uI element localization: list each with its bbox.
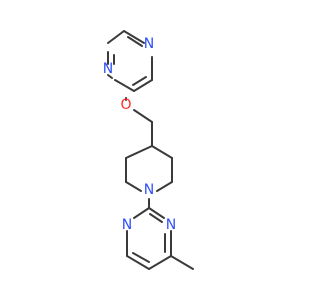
bond <box>132 76 147 86</box>
bond <box>151 145 173 159</box>
bond <box>114 79 135 92</box>
bond <box>107 74 113 79</box>
bond <box>148 207 165 219</box>
atom-label: N <box>144 36 154 52</box>
bond <box>132 252 150 263</box>
molecule-structure: N N O N N N <box>103 30 194 270</box>
atom-label-layer: N N O N N N <box>103 36 176 233</box>
atom-label: N <box>144 182 154 198</box>
bond <box>126 255 150 270</box>
bond-layer <box>107 30 194 270</box>
bond <box>123 30 145 44</box>
bond <box>125 145 153 159</box>
bond <box>170 255 194 270</box>
bond <box>133 207 150 219</box>
bond <box>127 36 143 47</box>
atom-label: N <box>166 217 176 233</box>
bond <box>133 79 153 92</box>
bond <box>125 181 142 192</box>
bond <box>156 181 173 192</box>
bond <box>149 213 163 223</box>
atom-label: O <box>120 97 131 113</box>
bond <box>107 30 125 44</box>
bond <box>133 109 153 123</box>
atom-label: N <box>122 217 132 233</box>
bond <box>148 255 172 270</box>
atom-label: N <box>103 61 113 77</box>
